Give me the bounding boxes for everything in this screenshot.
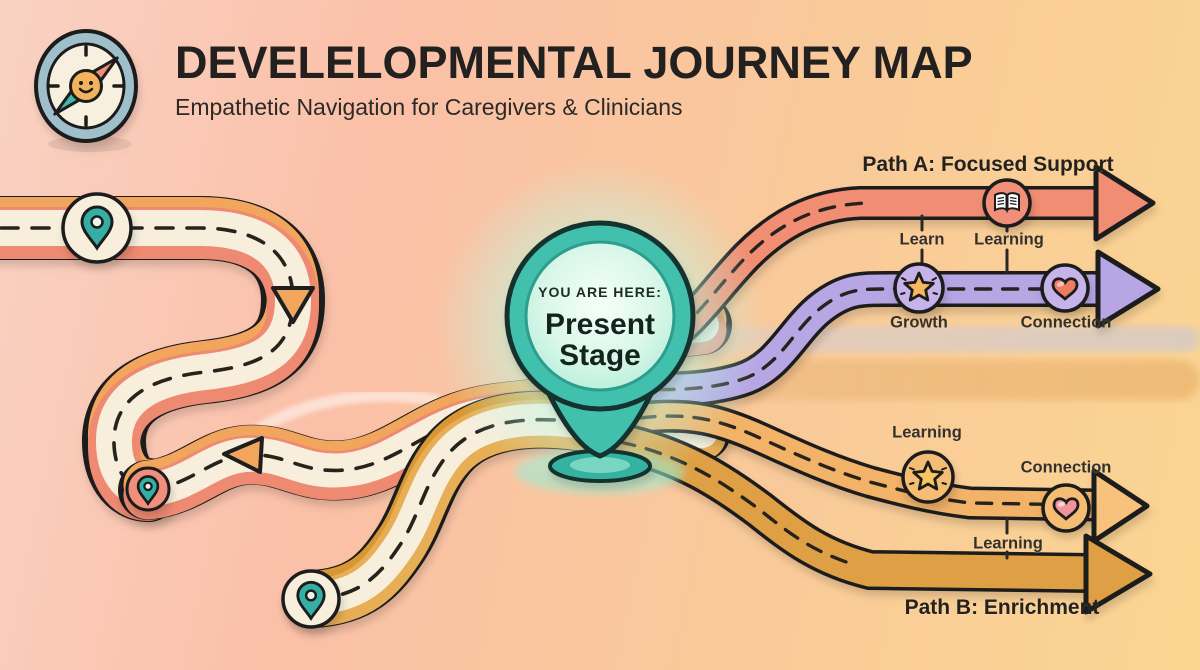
connection-heart-badge	[1040, 263, 1090, 313]
enrichment-upper-arrowhead-icon	[1091, 468, 1150, 544]
star-sparkles	[900, 277, 938, 295]
path-a-arrowhead-icon	[1093, 164, 1156, 242]
location-pin-icon	[136, 475, 160, 507]
branch-roads	[587, 164, 1161, 615]
left-direction-arrow-icon	[222, 436, 264, 474]
present-stage-label: Present Stage	[544, 308, 656, 372]
page-subtitle: Empathetic Navigation for Caregivers & C…	[175, 93, 683, 120]
milestone-label-connection-a: Connection	[1020, 313, 1112, 332]
milestone-label-connection-b: Connection	[1020, 458, 1112, 477]
milestone-label-learning-b: Learning	[892, 423, 962, 442]
ghost-road-highlight	[249, 389, 441, 438]
path-b-arrowhead-icon	[1083, 533, 1153, 615]
star-sparkles	[909, 467, 947, 485]
waypoint-label-learning-a: Learning	[974, 230, 1044, 249]
waypoint-label-learn: Learn	[899, 230, 945, 249]
heart-sheen	[1056, 281, 1065, 287]
down-direction-arrow-icon	[271, 286, 315, 324]
center-marker	[435, 160, 765, 494]
heart-sheen	[1057, 501, 1066, 507]
location-pin-badge-2	[125, 466, 171, 512]
page-title: DEVELELOPMENTAL JOURNEY MAP	[175, 37, 973, 88]
star-icon	[912, 460, 944, 491]
location-pin-badge-1	[61, 192, 133, 264]
location-pin-badge-3	[281, 569, 341, 629]
growth-star-badge	[893, 262, 945, 314]
growth-road-arrowhead-icon	[1095, 249, 1161, 329]
learning-star-badge	[901, 450, 955, 504]
header: DEVELELOPMENTAL JOURNEY MAP Empathetic N…	[175, 38, 973, 121]
location-pin-icon	[80, 205, 114, 251]
compass-ticks	[48, 45, 124, 127]
open-book-icon	[994, 192, 1020, 213]
path-a-title-label: Path A: Focused Support	[862, 153, 1114, 176]
smiley-face	[69, 69, 103, 103]
connection-heart-badge-b	[1041, 483, 1091, 533]
open-book-badge	[982, 178, 1032, 228]
smiling-compass-icon	[34, 29, 138, 152]
location-pin-icon	[296, 580, 326, 622]
milestone-label-growth: Growth	[890, 313, 948, 332]
path-b-title-label: Path B: Enrichment	[904, 596, 1100, 619]
star-icon	[903, 271, 935, 302]
map-pin-icon	[504, 220, 696, 483]
waypoint-label-learning-b2: Learning	[973, 534, 1043, 553]
you-are-here-label: YOU ARE HERE:	[538, 284, 662, 300]
